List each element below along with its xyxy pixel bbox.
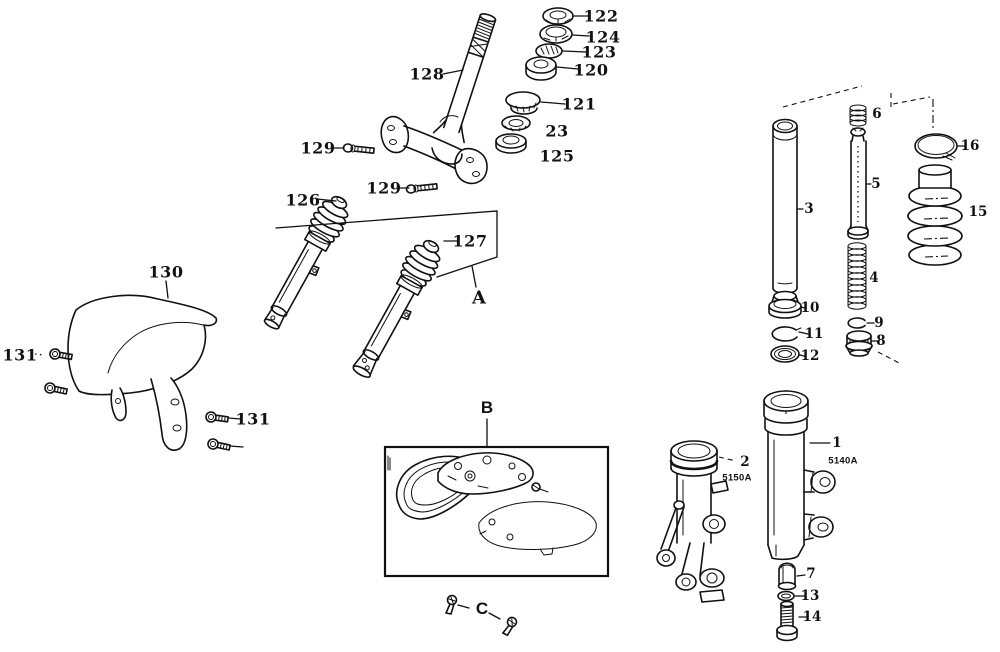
part-label-7: 7 xyxy=(806,566,816,582)
bolt-131-left-1-drawing xyxy=(49,348,73,361)
part-label-1: 1 xyxy=(832,435,842,451)
part-label-127: 127 xyxy=(452,231,488,251)
part-label-130: 130 xyxy=(148,262,184,282)
part-label-131-right: 131 xyxy=(235,409,271,429)
part-label-2: 2 xyxy=(740,454,750,470)
code-label-5150a: 5150A xyxy=(722,472,752,484)
part-label-124: 124 xyxy=(585,27,621,47)
part-label-131-left: 131 xyxy=(2,345,38,365)
part-label-122: 122 xyxy=(583,6,619,26)
part-label-11: 11 xyxy=(804,326,824,342)
steering-bottom-bridge-drawing xyxy=(380,115,488,185)
bolt-14-drawing xyxy=(776,600,798,642)
part-label-125: 125 xyxy=(539,146,575,166)
part-label-120: 120 xyxy=(573,60,609,80)
oil-lock-8-drawing xyxy=(845,330,873,357)
screw-c-1-drawing xyxy=(445,594,458,615)
bolt-131-right-1-drawing xyxy=(205,411,229,423)
fork-tube-3-drawing xyxy=(772,118,798,295)
section-label-c: C xyxy=(475,599,489,618)
section-label-a: A xyxy=(472,287,486,309)
bolt-129-lower-drawing xyxy=(405,182,438,194)
part-label-123: 123 xyxy=(581,42,617,62)
part-label-5: 5 xyxy=(871,176,881,192)
fork-assembly-127-drawing xyxy=(352,239,441,378)
boot-15-drawing xyxy=(907,164,963,266)
part-label-129-upper: 129 xyxy=(300,138,336,158)
part-label-13: 13 xyxy=(800,588,820,604)
spring-6-drawing xyxy=(849,104,867,127)
bolt-131-right-2-drawing xyxy=(207,438,231,451)
part-label-12: 12 xyxy=(800,348,820,364)
section-b-box xyxy=(383,445,610,578)
clip-11-drawing xyxy=(771,326,802,342)
part-label-4: 4 xyxy=(869,270,879,286)
part-label-126: 126 xyxy=(285,190,321,210)
front-fender-drawing xyxy=(67,294,218,451)
bolt-129-upper-drawing xyxy=(342,143,375,155)
part-label-10: 10 xyxy=(800,300,820,316)
section-label-b: B xyxy=(480,398,494,417)
leader-lines xyxy=(165,15,965,620)
part-label-16: 16 xyxy=(960,138,980,154)
section-a-bracket xyxy=(275,210,498,288)
ring-9-drawing xyxy=(847,317,866,329)
part-label-8: 8 xyxy=(876,333,886,349)
circlip-16-drawing xyxy=(914,133,958,161)
bushing-10-drawing xyxy=(768,290,802,319)
part-label-14: 14 xyxy=(802,609,822,625)
steering-stem-drawing xyxy=(432,13,497,144)
screw-c-2-drawing xyxy=(502,616,518,637)
part-label-6: 6 xyxy=(872,106,882,122)
part-label-121: 121 xyxy=(561,94,597,114)
part-label-128: 128 xyxy=(409,64,445,84)
part-label-15: 15 xyxy=(968,204,988,220)
part-label-3: 3 xyxy=(804,201,814,217)
damper-rod-5-drawing xyxy=(847,127,869,240)
part-label-9: 9 xyxy=(874,315,884,331)
rebound-seat-7-drawing xyxy=(777,562,797,591)
fork-assembly-126-drawing xyxy=(263,195,349,330)
washer-13-drawing xyxy=(777,590,795,602)
part-label-23: 23 xyxy=(545,121,569,141)
part-label-129-lower: 129 xyxy=(366,178,402,198)
oil-seal-12-drawing xyxy=(770,345,800,363)
spring-4-drawing xyxy=(847,242,867,310)
bolt-131-left-2-drawing xyxy=(44,382,68,395)
outer-tube-1-drawing xyxy=(763,390,836,561)
construction-lines xyxy=(34,85,934,462)
outer-tube-2-drawing xyxy=(656,440,729,603)
steering-bearing-stack-drawing xyxy=(495,7,574,154)
code-label-5140a: 5140A xyxy=(828,455,858,467)
